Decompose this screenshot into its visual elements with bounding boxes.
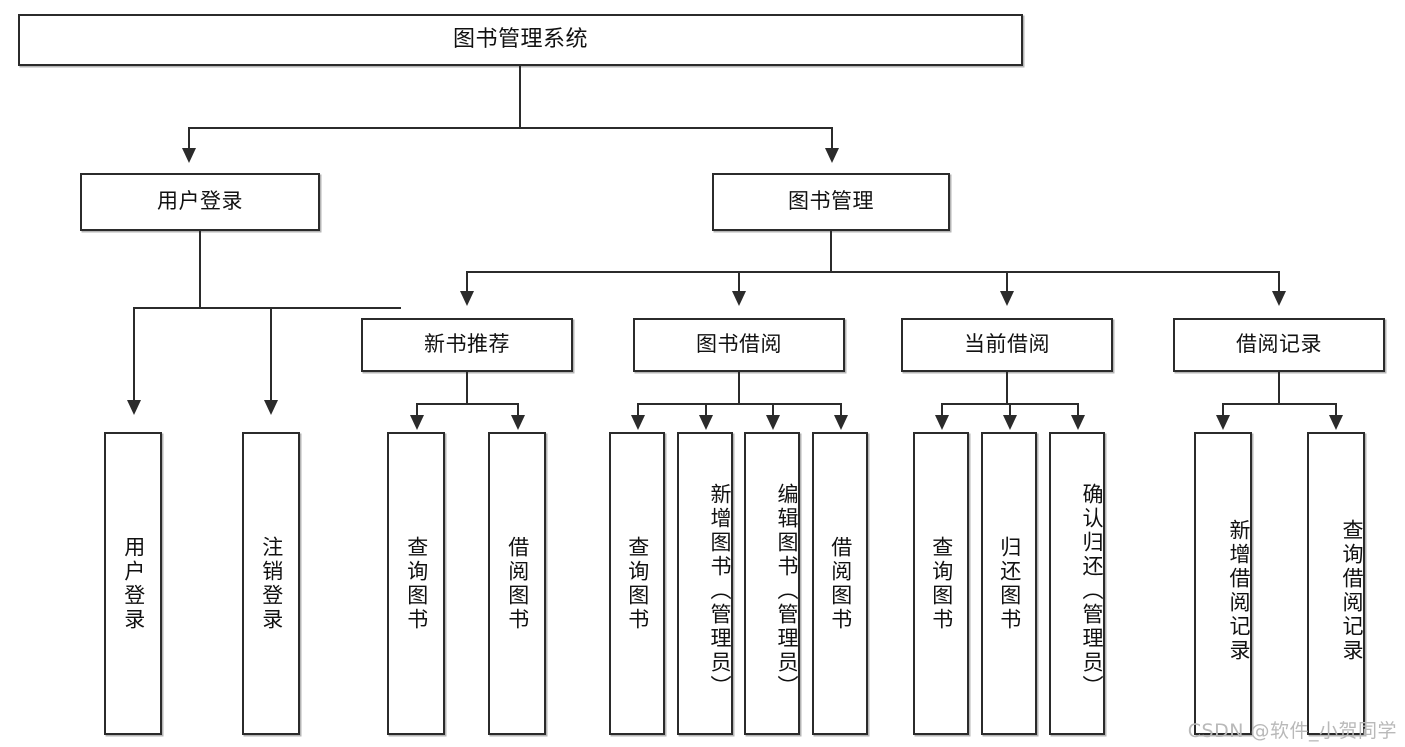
node-new-book-recommend[interactable]: 新书推荐	[361, 318, 573, 372]
connector-user-login-to-leaf-2	[270, 307, 272, 402]
arrow-root-to-book-management	[825, 148, 839, 163]
leaf-return-book[interactable]: 归还图书	[981, 432, 1037, 735]
connector-bb-to-leaf-2	[705, 403, 707, 417]
arrow-cb-to-leaf-1	[935, 415, 949, 430]
connector-root-to-book-management	[831, 127, 833, 151]
connector-cb-to-leaf-3	[1077, 403, 1079, 417]
arrow-bm-to-borrow-record	[1272, 291, 1286, 306]
connector-book-management-stem	[830, 231, 832, 272]
connector-bm-to-borrow-record	[1278, 271, 1280, 293]
arrow-br-to-leaf-2	[1329, 415, 1343, 430]
connector-bb-to-leaf-3	[772, 403, 774, 417]
leaf-query-book-cb[interactable]: 查询图书	[913, 432, 969, 735]
connector-nbr-to-leaf-2	[517, 403, 519, 417]
connector-bb-stem	[738, 372, 740, 404]
arrow-user-login-to-leaf-2	[264, 400, 278, 415]
arrow-cb-to-leaf-2	[1003, 415, 1017, 430]
connector-br-bus	[1222, 403, 1336, 405]
leaf-add-borrow-record[interactable]: 新增借阅记录	[1194, 432, 1252, 735]
connector-bb-bus	[637, 403, 841, 405]
connector-root-stem	[519, 66, 521, 128]
connector-br-to-leaf-2	[1335, 403, 1337, 417]
connector-bm-to-new-book	[466, 271, 468, 293]
arrow-bb-to-leaf-3	[766, 415, 780, 430]
arrow-nbr-to-leaf-2	[511, 415, 525, 430]
arrow-nbr-to-leaf-1	[410, 415, 424, 430]
arrow-br-to-leaf-1	[1216, 415, 1230, 430]
leaf-query-book-nbr[interactable]: 查询图书	[387, 432, 445, 735]
connector-cb-to-leaf-1	[941, 403, 943, 417]
arrow-root-to-user-login	[182, 148, 196, 163]
leaf-query-borrow-record[interactable]: 查询借阅记录	[1307, 432, 1365, 735]
connector-bm-to-current-borrow	[1006, 271, 1008, 293]
connector-bb-to-leaf-4	[840, 403, 842, 417]
connector-cb-stem	[1006, 372, 1008, 404]
arrow-bb-to-leaf-4	[834, 415, 848, 430]
leaf-confirm-return-admin[interactable]: 确认归还（管理员）	[1049, 432, 1105, 735]
connector-br-to-leaf-1	[1222, 403, 1224, 417]
node-book-management-system[interactable]: 图书管理系统	[18, 14, 1023, 66]
connector-book-management-bus	[466, 271, 1280, 273]
node-current-borrow[interactable]: 当前借阅	[901, 318, 1113, 372]
node-book-management[interactable]: 图书管理	[712, 173, 950, 231]
connector-nbr-stem	[466, 372, 468, 404]
arrow-bm-to-current-borrow	[1000, 291, 1014, 306]
connector-user-login-bus	[133, 307, 401, 309]
leaf-borrow-book-nbr[interactable]: 借阅图书	[488, 432, 546, 735]
leaf-borrow-book-bb[interactable]: 借阅图书	[812, 432, 868, 735]
leaf-logout[interactable]: 注销登录	[242, 432, 300, 735]
arrow-cb-to-leaf-3	[1071, 415, 1085, 430]
connector-user-login-stem	[199, 231, 201, 308]
connector-bb-to-leaf-1	[637, 403, 639, 417]
connector-user-login-to-leaf-1	[133, 307, 135, 402]
connector-nbr-to-leaf-1	[416, 403, 418, 417]
connector-bm-to-book-borrow	[738, 271, 740, 293]
connector-cb-to-leaf-2	[1009, 403, 1011, 417]
node-borrow-record[interactable]: 借阅记录	[1173, 318, 1385, 372]
arrow-bb-to-leaf-1	[631, 415, 645, 430]
connector-nbr-bus	[416, 403, 518, 405]
arrow-bm-to-new-book	[460, 291, 474, 306]
node-user-login[interactable]: 用户登录	[80, 173, 320, 231]
arrow-bb-to-leaf-2	[699, 415, 713, 430]
connector-root-to-user-login	[188, 127, 190, 151]
connector-root-bus	[188, 127, 833, 129]
leaf-query-book-bb[interactable]: 查询图书	[609, 432, 665, 735]
arrow-user-login-to-leaf-1	[127, 400, 141, 415]
leaf-add-book-admin[interactable]: 新增图书（管理员）	[677, 432, 733, 735]
connector-br-stem	[1278, 372, 1280, 404]
leaf-user-login[interactable]: 用户登录	[104, 432, 162, 735]
leaf-edit-book-admin[interactable]: 编辑图书（管理员）	[744, 432, 800, 735]
node-book-borrow[interactable]: 图书借阅	[633, 318, 845, 372]
arrow-bm-to-book-borrow	[732, 291, 746, 306]
